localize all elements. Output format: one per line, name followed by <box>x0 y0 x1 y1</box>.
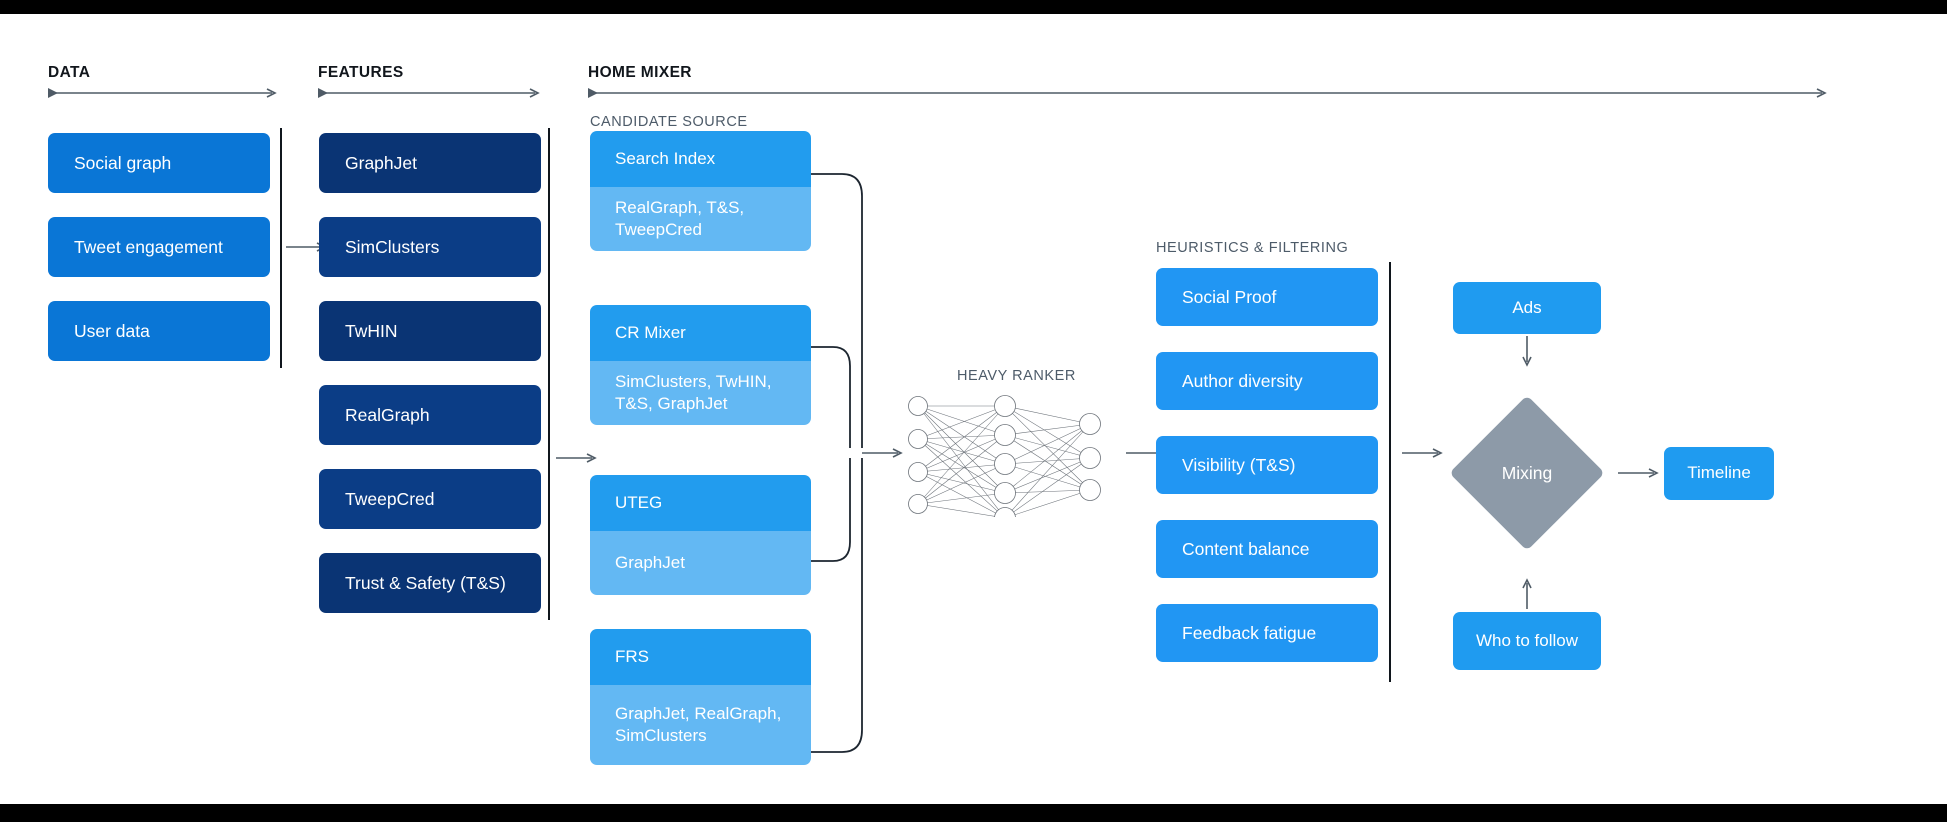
candidate-source-features: GraphJet, RealGraph, SimClusters <box>590 685 811 765</box>
candidate-source-name: Search Index <box>590 131 811 187</box>
data-card-label: Social graph <box>74 152 172 173</box>
divider-features-home-mixer <box>548 128 550 620</box>
axis-arrow-data <box>48 87 278 99</box>
candidate-source-features: GraphJet <box>590 531 811 595</box>
output-card-ads[interactable]: Ads <box>1453 282 1601 334</box>
section-title-home-mixer: HOME MIXER <box>588 64 692 81</box>
candidate-source-card-frs[interactable]: FRS GraphJet, RealGraph, SimClusters <box>590 629 811 765</box>
output-card-timeline[interactable]: Timeline <box>1664 447 1774 500</box>
divider-data-features <box>280 128 282 368</box>
candidate-source-card-cr-mixer[interactable]: CR Mixer SimClusters, TwHIN, T&S, GraphJ… <box>590 305 811 425</box>
heuristic-card-feedback-fatigue[interactable]: Feedback fatigue <box>1156 604 1378 662</box>
candidate-source-features: RealGraph, T&S, TweepCred <box>590 187 811 251</box>
data-card-label: User data <box>74 320 150 341</box>
feature-card-twhin[interactable]: TwHIN <box>319 301 541 361</box>
feature-card-label: RealGraph <box>345 404 430 425</box>
feature-card-label: SimClusters <box>345 236 440 257</box>
feature-card-label: TweepCred <box>345 488 435 509</box>
heuristic-card-label: Feedback fatigue <box>1182 622 1317 643</box>
output-card-label: Timeline <box>1687 463 1751 483</box>
subsection-title-heavy-ranker: HEAVY RANKER <box>957 368 1076 384</box>
feature-card-simclusters[interactable]: SimClusters <box>319 217 541 277</box>
feature-card-graphjet[interactable]: GraphJet <box>319 133 541 193</box>
divider-heuristics-mixing <box>1389 262 1391 682</box>
arrow-heuristics-to-mixing <box>1402 447 1444 459</box>
heuristic-card-author-diversity[interactable]: Author diversity <box>1156 352 1378 410</box>
heavy-ranker-network <box>900 392 1120 529</box>
arrow-features-to-candidate-source <box>556 452 598 464</box>
candidate-source-name: UTEG <box>590 475 811 531</box>
mixing-label: Mixing <box>1501 462 1553 483</box>
axis-arrow-features <box>318 87 541 99</box>
feature-card-realgraph[interactable]: RealGraph <box>319 385 541 445</box>
heuristic-card-label: Content balance <box>1182 538 1310 559</box>
data-card-label: Tweet engagement <box>74 236 223 257</box>
section-title-features: FEATURES <box>318 64 404 81</box>
diagram-canvas: DATA FEATURES HOME MIXER CANDIDA <box>0 14 1947 804</box>
candidate-source-name: FRS <box>590 629 811 685</box>
heuristic-card-content-balance[interactable]: Content balance <box>1156 520 1378 578</box>
feature-card-label: TwHIN <box>345 320 398 341</box>
feature-card-trust-and-safety[interactable]: Trust & Safety (T&S) <box>319 553 541 613</box>
data-card-tweet-engagement[interactable]: Tweet engagement <box>48 217 270 277</box>
heuristic-card-label: Social Proof <box>1182 286 1277 307</box>
candidate-source-features: SimClusters, TwHIN, T&S, GraphJet <box>590 361 811 425</box>
data-card-social-graph[interactable]: Social graph <box>48 133 270 193</box>
section-title-data: DATA <box>48 64 91 81</box>
output-card-label: Ads <box>1512 297 1542 317</box>
output-card-who-to-follow[interactable]: Who to follow <box>1453 612 1601 670</box>
feature-card-label: GraphJet <box>345 152 417 173</box>
candidate-source-card-uteg[interactable]: UTEG GraphJet <box>590 475 811 595</box>
feature-card-label: Trust & Safety (T&S) <box>345 572 506 593</box>
candidate-source-name: CR Mixer <box>590 305 811 361</box>
heuristic-card-social-proof[interactable]: Social Proof <box>1156 268 1378 326</box>
mixing-node[interactable]: Mixing <box>1449 395 1605 551</box>
heuristic-card-label: Author diversity <box>1182 370 1303 391</box>
data-card-user-data[interactable]: User data <box>48 301 270 361</box>
subsection-title-candidate-source: CANDIDATE SOURCE <box>590 114 748 130</box>
feature-card-tweepcred[interactable]: TweepCred <box>319 469 541 529</box>
output-card-label: Who to follow <box>1475 630 1579 650</box>
subsection-title-heuristics: HEURISTICS & FILTERING <box>1156 240 1349 256</box>
axis-arrow-home-mixer <box>588 87 1828 99</box>
candidate-source-card-search-index[interactable]: Search Index RealGraph, T&S, TweepCred <box>590 131 811 251</box>
heuristic-card-visibility[interactable]: Visibility (T&S) <box>1156 436 1378 494</box>
heuristic-card-label: Visibility (T&S) <box>1182 454 1296 475</box>
